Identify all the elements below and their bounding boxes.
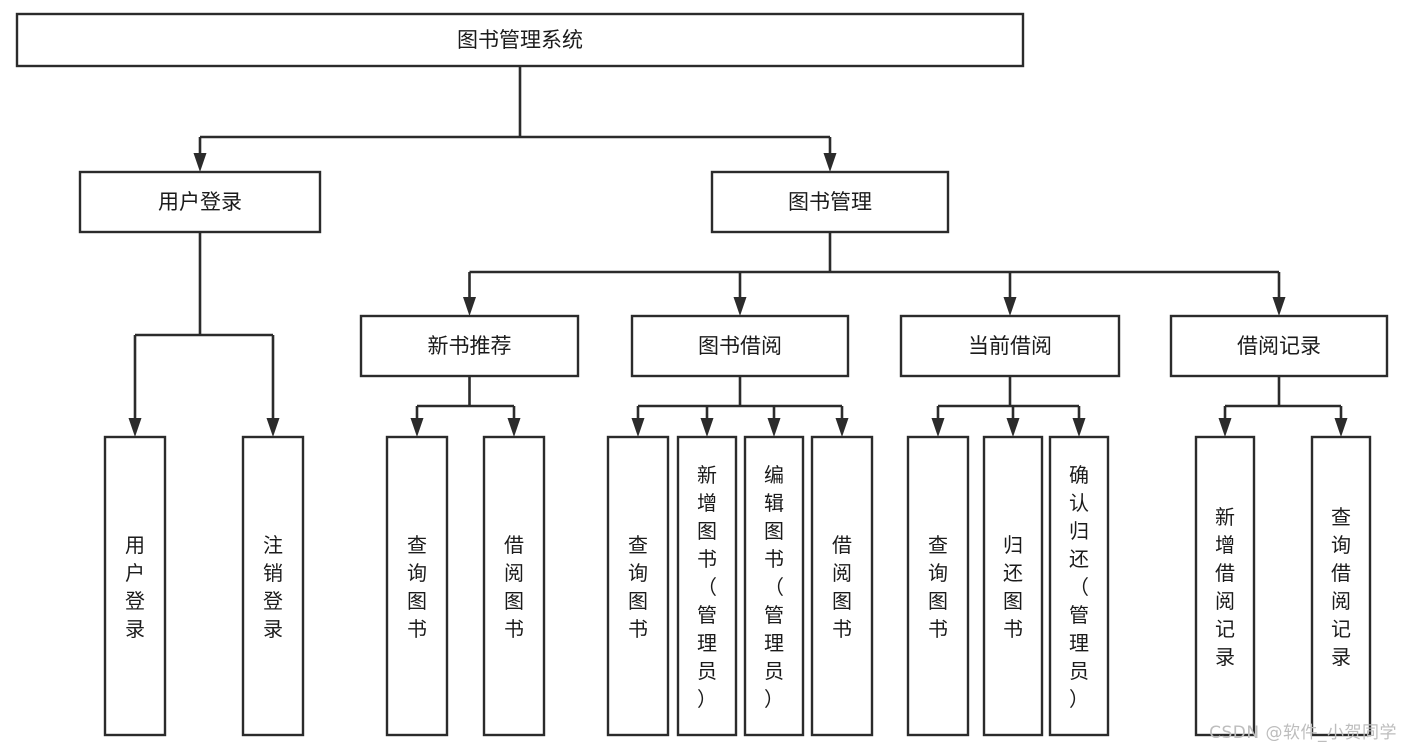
arrow-head-icon	[823, 153, 837, 172]
node-book-borrow[interactable]: 图书借阅	[630, 314, 850, 378]
node-label-book-borrow: 图书借阅	[698, 334, 782, 358]
node-leaf-add-record[interactable]: 新增借阅记录	[1194, 435, 1256, 737]
arrow-head-icon	[1072, 418, 1086, 437]
connector-group	[193, 66, 837, 172]
edge-layer	[128, 66, 1348, 437]
node-leaf-edit-book[interactable]: 编辑图书（管理员）	[743, 435, 805, 737]
node-box-leaf-query-book-3[interactable]	[906, 435, 970, 737]
node-layer: 图书管理系统用户登录图书管理新书推荐图书借阅当前借阅借阅记录用户登录注销登录查询…	[15, 12, 1389, 737]
connector-group	[410, 376, 521, 437]
connector-group	[463, 232, 1286, 316]
node-box-leaf-query-book-1[interactable]	[385, 435, 449, 737]
node-box-leaf-confirm-return[interactable]	[1048, 435, 1110, 737]
node-box-new-book-rec[interactable]	[359, 314, 580, 378]
arrow-head-icon	[1334, 418, 1348, 437]
node-box-leaf-edit-book[interactable]	[743, 435, 805, 737]
connector-group	[631, 376, 849, 437]
node-leaf-user-login[interactable]: 用户登录	[103, 435, 167, 737]
node-box-leaf-borrow-book-1[interactable]	[482, 435, 546, 737]
node-current-borrow[interactable]: 当前借阅	[899, 314, 1121, 378]
node-box-borrow-record[interactable]	[1169, 314, 1389, 378]
node-label-leaf-edit-book: 编辑图书（管理员）	[764, 463, 784, 711]
node-leaf-query-record[interactable]: 查询借阅记录	[1310, 435, 1372, 737]
node-box-leaf-add-record[interactable]	[1194, 435, 1256, 737]
arrow-head-icon	[1006, 418, 1020, 437]
arrow-head-icon	[266, 418, 280, 437]
arrow-head-icon	[1218, 418, 1232, 437]
node-box-leaf-borrow-book-2[interactable]	[810, 435, 874, 737]
node-label-leaf-query-book-2: 查询图书	[628, 533, 648, 641]
node-box-current-borrow[interactable]	[899, 314, 1121, 378]
node-label-leaf-add-record: 新增借阅记录	[1215, 505, 1235, 669]
node-box-leaf-query-record[interactable]	[1310, 435, 1372, 737]
node-label-leaf-query-record: 查询借阅记录	[1331, 505, 1351, 669]
arrow-head-icon	[410, 418, 424, 437]
node-label-leaf-add-book: 新增图书（管理员）	[697, 463, 717, 711]
node-label-leaf-borrow-book-2: 借阅图书	[832, 533, 852, 641]
node-leaf-borrow-book-2[interactable]: 借阅图书	[810, 435, 874, 737]
arrow-head-icon	[767, 418, 781, 437]
node-label-leaf-confirm-return: 确认归还（管理员）	[1069, 463, 1089, 711]
node-label-root: 图书管理系统	[457, 28, 583, 52]
node-box-leaf-logout[interactable]	[241, 435, 305, 737]
node-box-user-login[interactable]	[78, 170, 322, 234]
node-root[interactable]: 图书管理系统	[15, 12, 1025, 68]
node-borrow-record[interactable]: 借阅记录	[1169, 314, 1389, 378]
node-label-leaf-borrow-book-1: 借阅图书	[504, 533, 524, 641]
node-user-login[interactable]: 用户登录	[78, 170, 322, 234]
node-box-book-manage[interactable]	[710, 170, 950, 234]
node-leaf-borrow-book-1[interactable]: 借阅图书	[482, 435, 546, 737]
arrow-head-icon	[463, 297, 476, 316]
arrow-head-icon	[193, 153, 207, 172]
node-label-book-manage: 图书管理	[788, 190, 872, 214]
arrow-head-icon	[835, 418, 849, 437]
arrow-head-icon	[128, 418, 142, 437]
arrow-head-icon	[700, 418, 714, 437]
node-label-leaf-logout: 注销登录	[263, 533, 283, 641]
node-leaf-query-book-1[interactable]: 查询图书	[385, 435, 449, 737]
node-leaf-add-book[interactable]: 新增图书（管理员）	[676, 435, 738, 737]
node-label-leaf-query-book-3: 查询图书	[928, 533, 948, 641]
node-box-leaf-query-book-2[interactable]	[606, 435, 670, 737]
node-new-book-rec[interactable]: 新书推荐	[359, 314, 580, 378]
node-box-book-borrow[interactable]	[630, 314, 850, 378]
arrow-head-icon	[1272, 297, 1286, 316]
node-box-root[interactable]	[15, 12, 1025, 68]
node-label-leaf-query-book-1: 查询图书	[407, 533, 427, 641]
node-leaf-query-book-2[interactable]: 查询图书	[606, 435, 670, 737]
node-label-user-login: 用户登录	[158, 190, 242, 214]
arrow-head-icon	[1003, 297, 1017, 316]
node-leaf-return-book[interactable]: 归还图书	[982, 435, 1044, 737]
node-label-borrow-record: 借阅记录	[1237, 334, 1321, 358]
arrow-head-icon	[733, 297, 747, 316]
connector-group	[1218, 376, 1348, 437]
node-label-leaf-return-book: 归还图书	[1003, 533, 1023, 641]
node-label-new-book-rec: 新书推荐	[428, 334, 512, 358]
node-leaf-confirm-return[interactable]: 确认归还（管理员）	[1048, 435, 1110, 737]
connector-group	[931, 376, 1086, 437]
node-box-leaf-user-login[interactable]	[103, 435, 167, 737]
connector-group	[128, 232, 280, 437]
arrow-head-icon	[507, 418, 521, 437]
node-box-leaf-return-book[interactable]	[982, 435, 1044, 737]
node-leaf-logout[interactable]: 注销登录	[241, 435, 305, 737]
arrow-head-icon	[631, 418, 645, 437]
node-book-manage[interactable]: 图书管理	[710, 170, 950, 234]
node-box-leaf-add-book[interactable]	[676, 435, 738, 737]
node-label-leaf-user-login: 用户登录	[125, 533, 145, 641]
arrow-head-icon	[931, 418, 945, 437]
node-label-current-borrow: 当前借阅	[968, 334, 1052, 358]
node-leaf-query-book-3[interactable]: 查询图书	[906, 435, 970, 737]
